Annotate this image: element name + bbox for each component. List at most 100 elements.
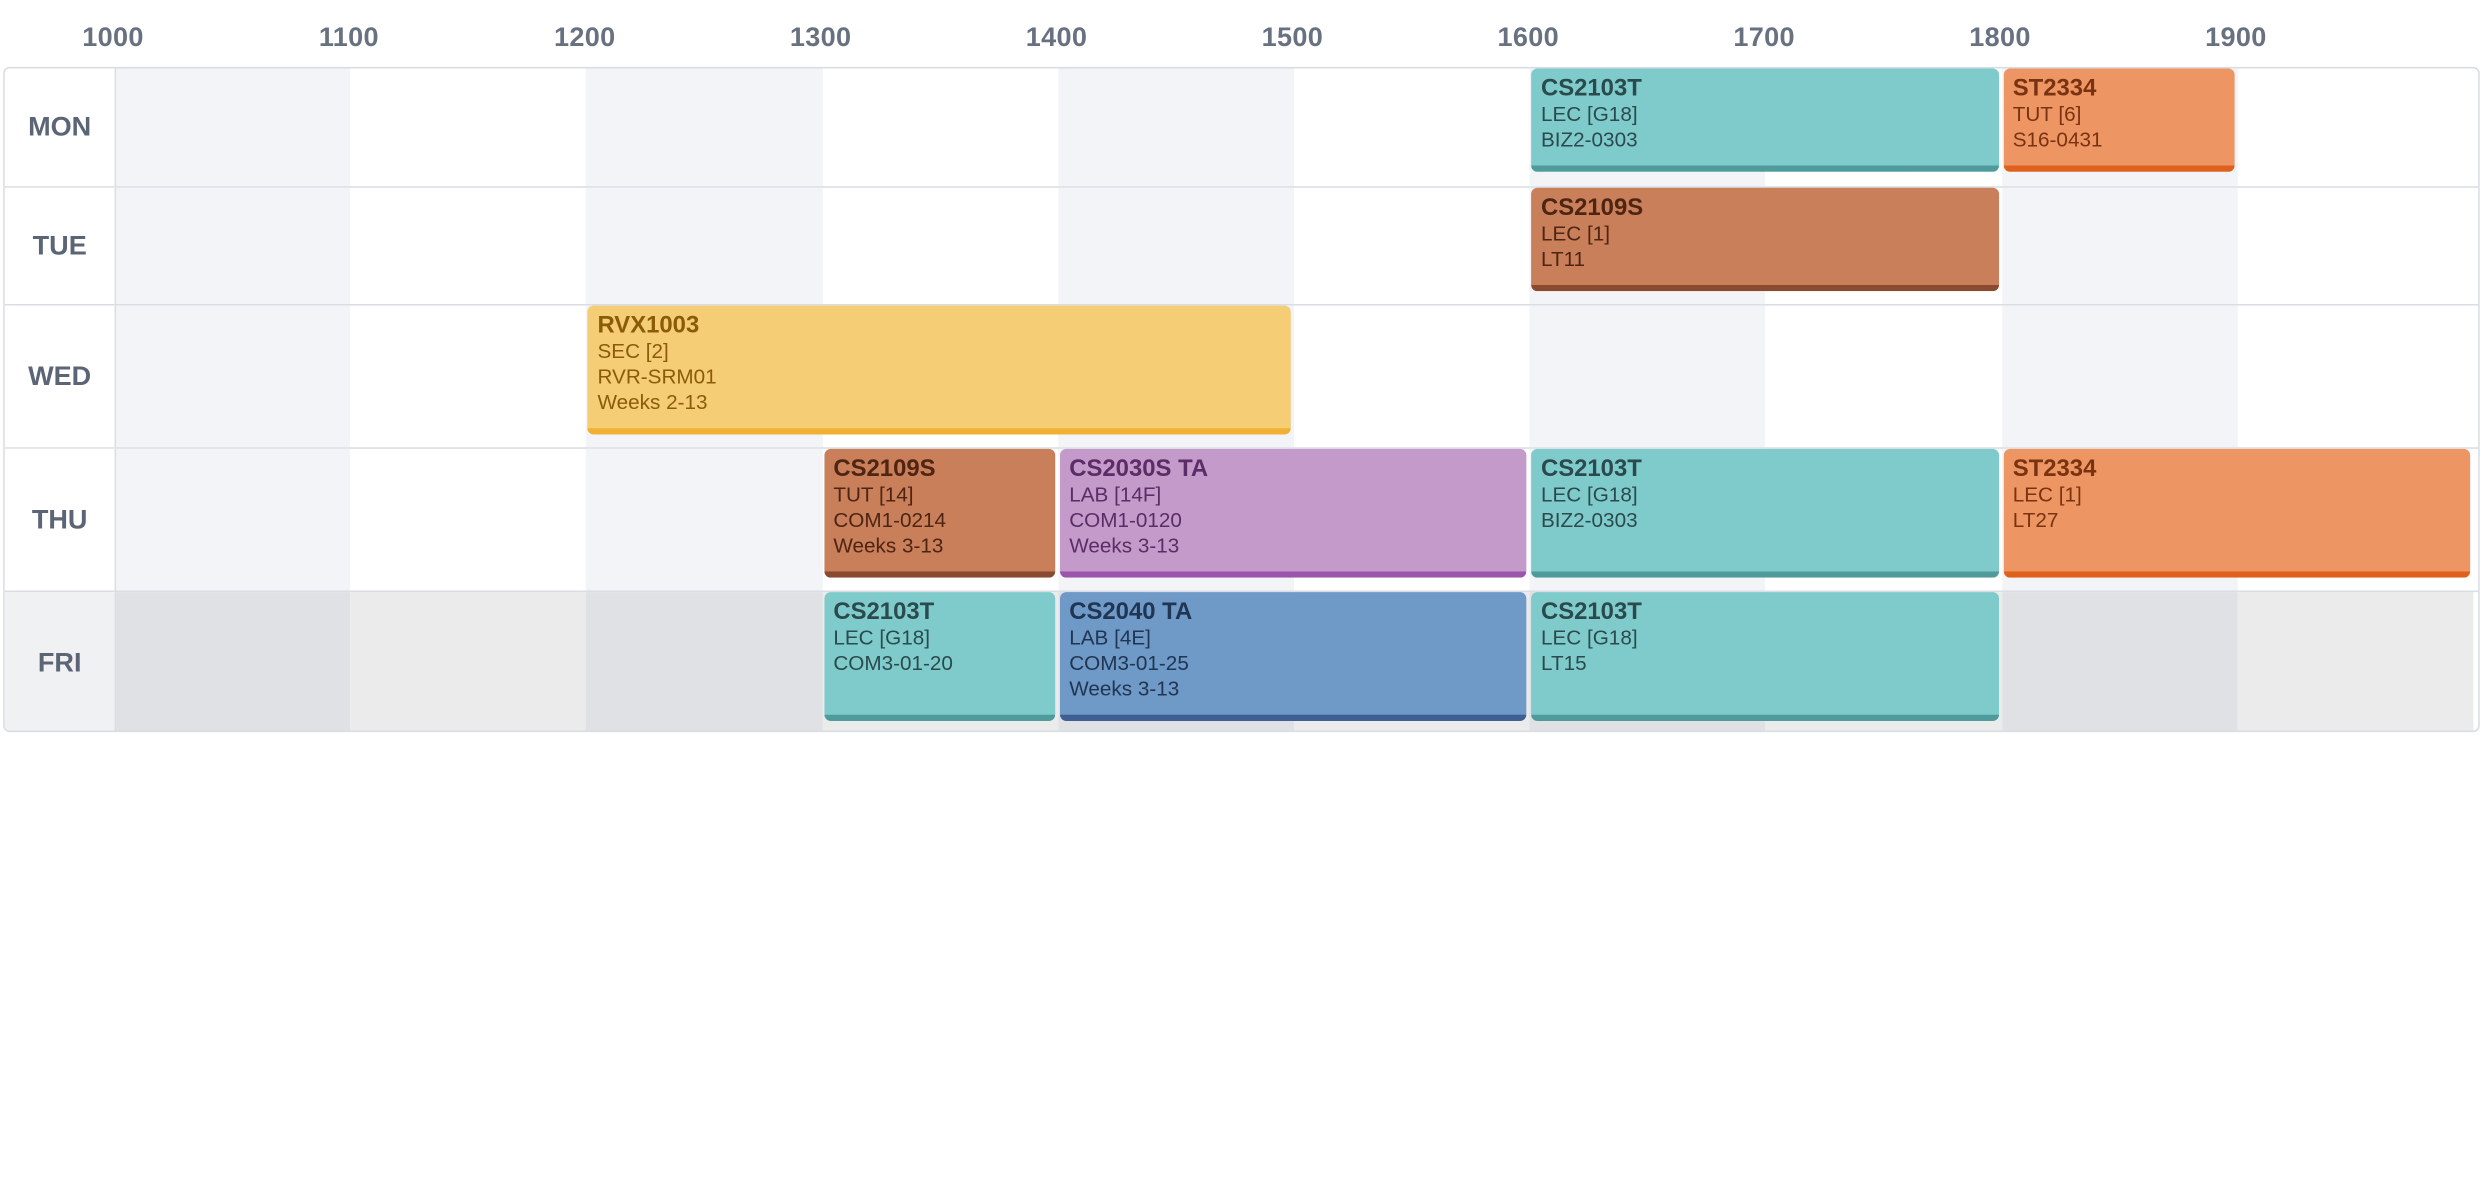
- hour-label: 1600: [1497, 22, 1559, 53]
- module-code: CS2030S TA: [1069, 455, 1209, 483]
- hour-cell[interactable]: [2001, 187, 2238, 304]
- hour-cell[interactable]: [1058, 187, 1294, 304]
- lesson-type: LEC [G18]: [833, 625, 930, 650]
- hour-label: 1900: [2205, 22, 2267, 53]
- lesson-type: LAB [14F]: [1069, 482, 1162, 507]
- hour-label: 1800: [1969, 22, 2031, 53]
- lesson-venue: COM3-01-25: [1069, 650, 1189, 675]
- hour-label: 1100: [318, 22, 379, 53]
- module-code: CS2109S: [833, 455, 936, 483]
- lesson-type: LEC [G18]: [1540, 625, 1638, 650]
- lesson-type: LAB [4E]: [1069, 625, 1151, 650]
- hour-cell[interactable]: [350, 306, 586, 448]
- module-code: CS2103T: [1540, 74, 1642, 102]
- hour-cell[interactable]: [2237, 68, 2473, 186]
- module-code: RVX1003: [597, 311, 700, 340]
- lesson-type: TUT [6]: [2012, 101, 2082, 126]
- day-label: TUE: [4, 187, 117, 304]
- module-code: CS2040 TA: [1069, 598, 1193, 626]
- hour-cell[interactable]: [114, 68, 351, 187]
- lesson-venue: RVR-SRM01: [597, 364, 717, 389]
- day-label: WED: [4, 305, 117, 448]
- lesson-venue: BIZ2-0303: [1540, 127, 1638, 152]
- hour-cell[interactable]: [2001, 305, 2238, 448]
- lesson-venue: LT27: [2012, 507, 2059, 532]
- lesson-venue: LT11: [1540, 246, 1586, 271]
- hour-label: 1500: [1261, 22, 1324, 53]
- hour-cell[interactable]: [586, 187, 823, 304]
- hour-label: 1300: [789, 22, 852, 53]
- module-code: CS2103T: [1540, 598, 1642, 626]
- module-code: ST2334: [2012, 74, 2097, 102]
- lesson-venue: COM1-0214: [833, 507, 947, 532]
- hour-cell[interactable]: [1294, 68, 1530, 186]
- module-code: CS2103T: [1540, 455, 1642, 483]
- hour-cell[interactable]: [822, 68, 1058, 186]
- lesson-type: LEC [1]: [2012, 482, 2082, 507]
- hour-label: 1400: [1025, 22, 1088, 53]
- hour-cell[interactable]: [2001, 592, 2238, 731]
- hour-cell[interactable]: [586, 448, 823, 591]
- lesson-type: LEC [1]: [1540, 221, 1610, 246]
- hour-cell[interactable]: [350, 188, 586, 304]
- lesson-venue: COM3-01-20: [833, 650, 953, 675]
- lesson-venue: LT15: [1540, 650, 1587, 675]
- lesson-weeks: Weeks 3-13: [1069, 533, 1180, 558]
- lesson-venue: S16-0431: [2012, 127, 2103, 152]
- hour-cell[interactable]: [1529, 305, 1766, 448]
- lesson-type: TUT [14]: [833, 482, 914, 507]
- hour-cell[interactable]: [2237, 188, 2473, 304]
- hour-cell[interactable]: [350, 449, 586, 591]
- hour-cell[interactable]: [114, 305, 351, 448]
- day-label: MON: [4, 68, 117, 187]
- day-label: THU: [4, 448, 117, 591]
- lesson-type: LEC [G18]: [1540, 101, 1638, 126]
- hour-cell[interactable]: [114, 187, 351, 304]
- hour-label: 1000: [82, 22, 144, 53]
- hour-cell[interactable]: [1058, 68, 1294, 187]
- lesson-weeks: Weeks 3-13: [1069, 676, 1180, 701]
- hour-cell[interactable]: [350, 68, 586, 186]
- lesson-type: SEC [2]: [597, 339, 669, 363]
- module-code: ST2334: [2012, 455, 2097, 483]
- hour-cell[interactable]: [2237, 592, 2474, 731]
- hour-cell[interactable]: [1294, 306, 1530, 448]
- hour-cell[interactable]: [1766, 306, 2002, 448]
- hour-cell[interactable]: [822, 188, 1058, 304]
- hour-cell[interactable]: [586, 592, 823, 731]
- hour-label: 1700: [1733, 22, 1795, 53]
- hour-cell[interactable]: [586, 68, 823, 187]
- lesson-type: LEC [G18]: [1540, 482, 1638, 507]
- module-code: CS2109S: [1540, 194, 1644, 222]
- timetable: 1000 1100 1200 1300 1400 1500 1600 1700 1800 1900…: [3, 22, 2480, 733]
- hour-label: 1200: [554, 22, 616, 53]
- lesson-venue: COM1-0120: [1069, 507, 1182, 532]
- hour-cell[interactable]: [114, 448, 351, 591]
- hour-cell[interactable]: [2237, 306, 2473, 448]
- lesson-weeks: Weeks 2-13: [597, 389, 708, 414]
- lesson-weeks: Weeks 3-13: [833, 533, 944, 558]
- hour-cell[interactable]: [114, 592, 351, 731]
- module-code: CS2103T: [833, 598, 935, 626]
- lesson-venue: BIZ2-0303: [1540, 507, 1638, 532]
- day-label: FRI: [4, 592, 117, 731]
- hour-cell[interactable]: [350, 592, 587, 731]
- hour-cell[interactable]: [1294, 188, 1530, 304]
